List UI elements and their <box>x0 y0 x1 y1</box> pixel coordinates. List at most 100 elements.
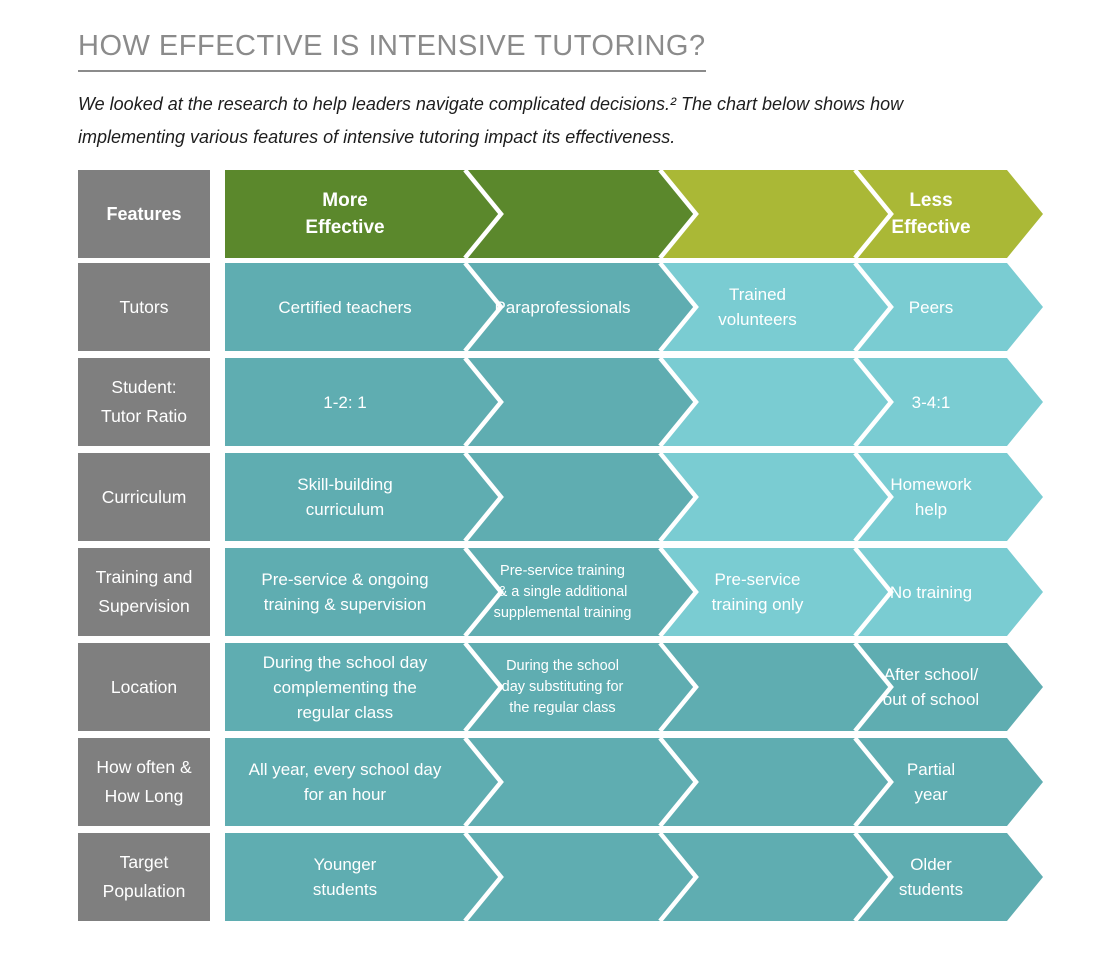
page-title: HOW EFFECTIVE IS INTENSIVE TUTORING? <box>78 30 706 72</box>
arrow-cell: No training <box>889 582 973 602</box>
features-header-label: Features <box>78 170 210 258</box>
arrow-cell: Pre-service training & a single addition… <box>493 562 632 621</box>
chevron-separator-icon <box>658 170 699 258</box>
row-feature-label: Tutors <box>78 263 210 351</box>
arrow-segment <box>660 643 891 731</box>
chevron-separator-icon <box>463 170 504 258</box>
chevron-separator-icon <box>853 170 894 258</box>
row-feature-label: Training and Supervision <box>78 548 210 636</box>
arrow-segment <box>855 643 1043 731</box>
table-row: Training and Supervision Pre-service & on… <box>78 548 1068 636</box>
chevron-separator-icon <box>463 833 504 921</box>
arrow-cell: Peers <box>908 297 954 317</box>
arrow-cell: Skill-building curriculum <box>297 475 393 519</box>
arrow-segment <box>855 358 1043 446</box>
header-row: Features More Effective Less Effective <box>78 170 1068 258</box>
arrow-cell: Paraprofessionals <box>494 297 631 317</box>
chevron-separator-icon <box>853 548 894 636</box>
chevron-separator-icon <box>463 453 504 541</box>
arrow-cell: Less Effective <box>891 190 971 238</box>
chevron-separator-icon <box>658 738 699 826</box>
row-feature-label: Curriculum <box>78 453 210 541</box>
arrow-band-svg <box>225 358 1043 446</box>
arrow-segment <box>855 738 1043 826</box>
arrow-cell: 3-4:1 <box>911 392 951 412</box>
arrow-segment <box>660 170 891 258</box>
chevron-separator-icon <box>658 643 699 731</box>
arrow-segment <box>465 738 696 826</box>
chevron-separator-icon <box>658 548 699 636</box>
arrow-segment <box>660 738 891 826</box>
arrow-cell: During the school day complementing the … <box>262 652 428 722</box>
arrow-cells: More Effective Less Effective <box>225 170 1045 258</box>
arrow-band: 1-2: 1 3-4:1 <box>225 358 1045 446</box>
chevron-separator-icon <box>463 738 504 826</box>
row-feature-label: Target Population <box>78 833 210 921</box>
arrow-cell <box>660 453 855 541</box>
arrow-cells: Pre-service & ongoing training & supervi… <box>225 548 1045 636</box>
arrow-segment <box>225 170 501 258</box>
arrow-cell <box>465 170 660 258</box>
arrow-cell <box>660 358 855 446</box>
table-row: Tutors Certified teachers Paraprofessional… <box>78 263 1068 351</box>
arrow-segment <box>465 358 696 446</box>
arrow-segment <box>225 643 501 731</box>
arrow-segment <box>855 170 1043 258</box>
arrow-cell <box>465 358 660 446</box>
table-row: Curriculum Skill-building curriculum Homew… <box>78 453 1068 541</box>
chevron-separator-icon <box>463 263 504 351</box>
arrow-band-svg <box>225 643 1043 731</box>
arrow-band: During the school day complementing the … <box>225 643 1045 731</box>
arrow-cell: More Effective <box>305 190 385 238</box>
chevron-separator-icon <box>658 833 699 921</box>
arrow-segment <box>225 833 501 921</box>
arrow-segment <box>465 170 696 258</box>
arrow-segment <box>225 358 501 446</box>
chevron-separator-icon <box>853 453 894 541</box>
arrow-segment <box>465 453 696 541</box>
arrow-cell: After school/ out of school <box>882 665 980 709</box>
arrow-cell <box>660 170 855 258</box>
arrow-cell: Certified teachers <box>278 297 412 317</box>
arrow-band-svg <box>225 833 1043 921</box>
arrow-cell: 1-2: 1 <box>323 392 367 412</box>
arrow-segment <box>855 263 1043 351</box>
chevron-separator-icon <box>658 263 699 351</box>
arrow-segment <box>465 833 696 921</box>
arrow-cell <box>660 643 855 731</box>
chevron-separator-icon <box>853 833 894 921</box>
arrow-cell <box>465 453 660 541</box>
page-subtitle: We looked at the research to help leader… <box>78 94 904 147</box>
chevron-separator-icon <box>463 358 504 446</box>
arrow-cell: During the school day substituting for t… <box>501 657 624 716</box>
arrow-cell: Pre-service & ongoing training & supervi… <box>261 570 429 614</box>
arrow-segment <box>660 548 891 636</box>
chevron-separator-icon <box>658 453 699 541</box>
arrow-band-svg <box>225 738 1043 826</box>
arrow-cell: Homework help <box>890 475 972 519</box>
chevron-separator-icon <box>853 263 894 351</box>
arrow-cell: Partial year <box>906 760 956 804</box>
arrow-cell: Older students <box>898 855 964 899</box>
arrow-segment <box>855 548 1043 636</box>
arrow-segment <box>660 833 891 921</box>
arrow-segment <box>225 738 501 826</box>
arrow-cell <box>465 738 660 826</box>
arrow-segment <box>660 453 891 541</box>
arrow-segment <box>465 548 696 636</box>
chevron-separator-icon <box>463 643 504 731</box>
arrow-band: Skill-building curriculum Homework help <box>225 453 1045 541</box>
arrow-cell <box>465 833 660 921</box>
chevron-separator-icon <box>853 358 894 446</box>
arrow-segment <box>225 453 501 541</box>
arrow-cells: During the school day complementing the … <box>225 643 1045 731</box>
arrow-band-svg <box>225 263 1043 351</box>
arrow-band: Pre-service & ongoing training & supervi… <box>225 548 1045 636</box>
